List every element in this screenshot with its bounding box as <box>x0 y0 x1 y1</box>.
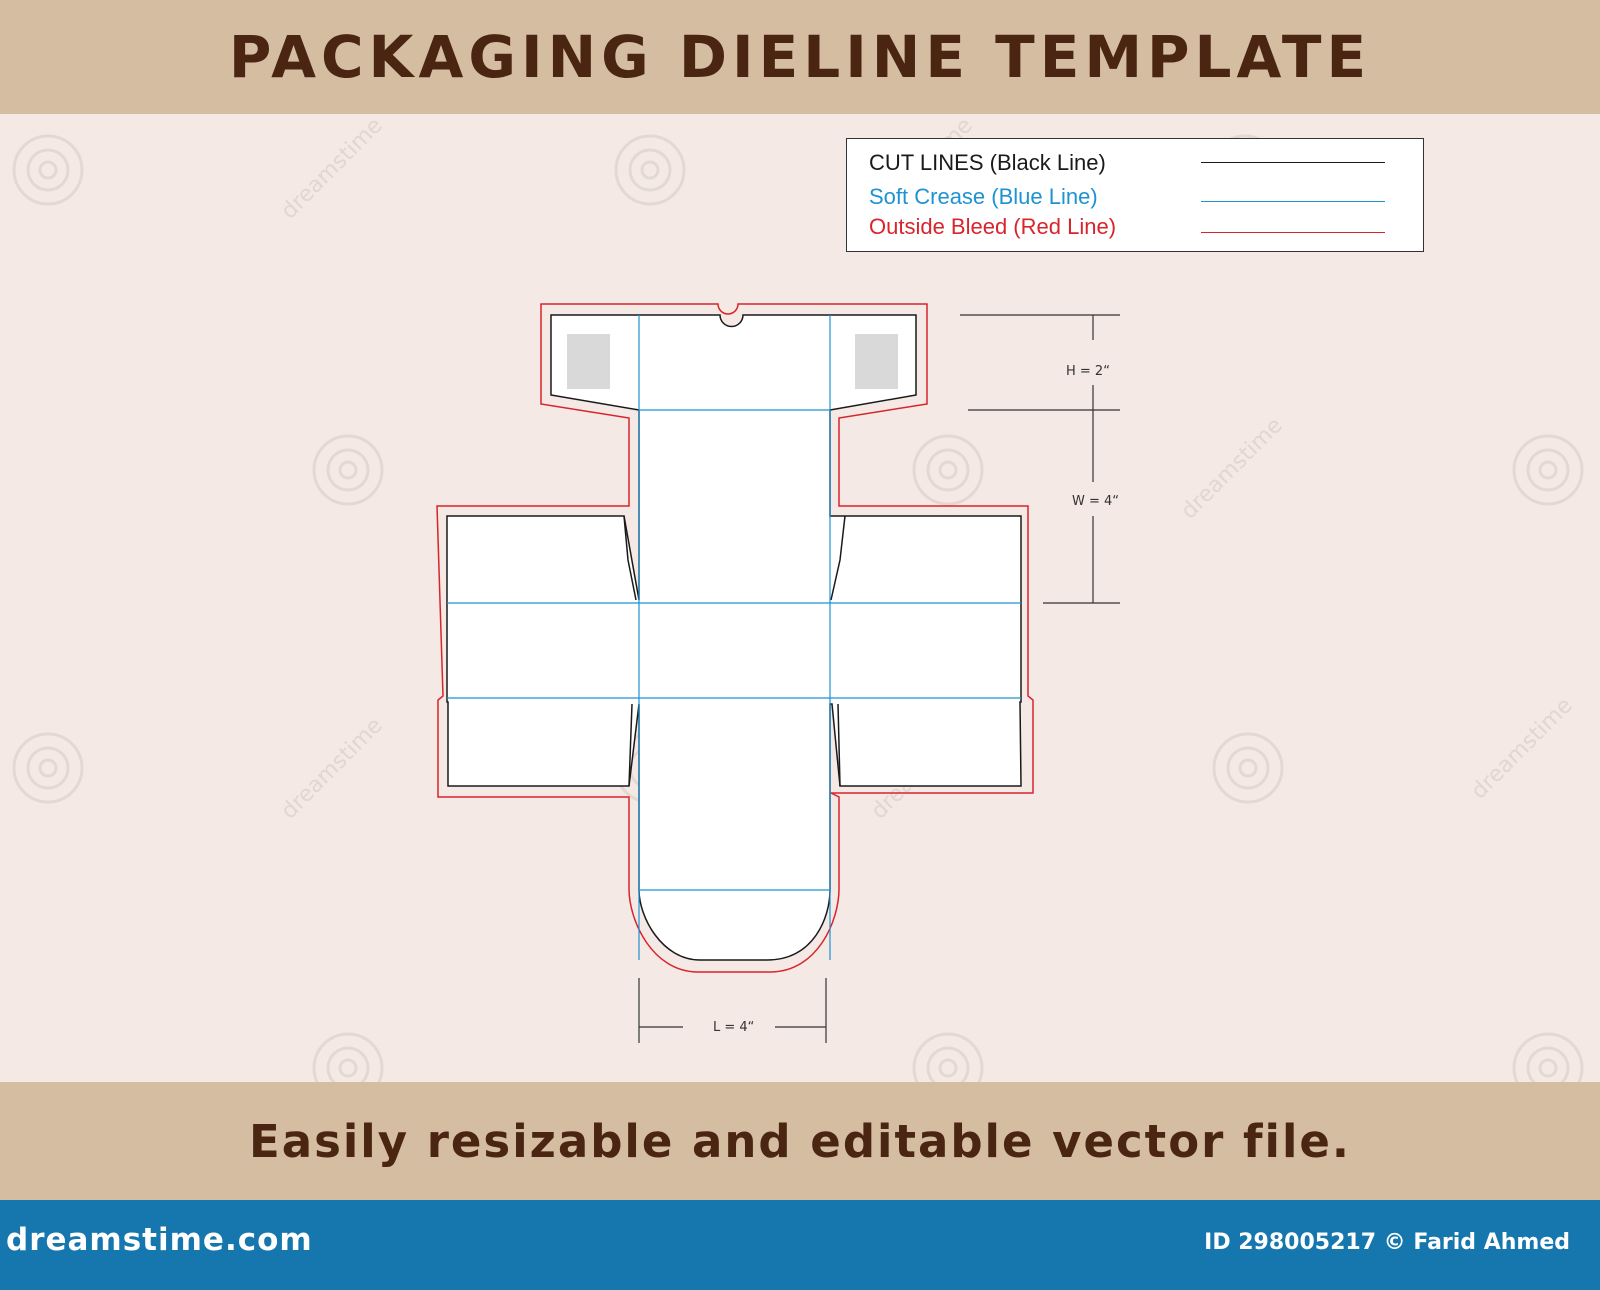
side-flap-edges <box>623 515 846 787</box>
cut-outline <box>446 314 1022 961</box>
height-dimension <box>960 314 1120 411</box>
watermark-logo-icon <box>912 434 984 506</box>
footer-bar: dreamstime.com ID 298005217 © Farid Ahme… <box>0 1200 1600 1290</box>
watermark-logo-icon <box>1212 732 1284 804</box>
length-dimension-label: L = 4“ <box>713 1020 754 1035</box>
watermark-logo-icon <box>312 434 384 506</box>
legend-cut-line-swatch <box>1201 162 1385 163</box>
width-dimension-label: W = 4“ <box>1072 494 1119 509</box>
bleed-outline <box>436 303 1034 973</box>
image-credit: ID 298005217 © Farid Ahmed <box>1204 1230 1570 1255</box>
tagline-text: Easily resizable and editable vector fil… <box>248 1114 1352 1168</box>
height-dimension-label: H = 2“ <box>1066 364 1110 379</box>
glue-patch-right <box>855 334 898 389</box>
watermark-logo-icon <box>12 134 84 206</box>
legend-outside-bleed-label: Outside Bleed (Red Line) <box>869 214 1117 239</box>
glue-patch-left <box>567 334 610 389</box>
width-dimension <box>1043 410 1120 604</box>
tagline-banner: Easily resizable and editable vector fil… <box>0 1082 1600 1200</box>
legend-cut-lines-label: CUT LINES (Black Line) <box>869 150 1106 175</box>
legend-bleed-line-swatch <box>1201 232 1385 233</box>
title-banner: PACKAGING DIELINE TEMPLATE <box>0 0 1600 114</box>
watermark-logo-icon <box>614 134 686 206</box>
legend-crease-line-swatch <box>1201 201 1385 202</box>
page-title: PACKAGING DIELINE TEMPLATE <box>228 23 1372 91</box>
legend-box: CUT LINES (Black Line) Soft Crease (Blue… <box>846 138 1424 252</box>
crease-lines <box>447 315 1021 960</box>
watermark-logo-icon <box>12 732 84 804</box>
legend-soft-crease-label: Soft Crease (Blue Line) <box>869 184 1098 209</box>
length-dimension <box>638 978 827 1043</box>
site-logo-text: dreamstime.com <box>6 1222 313 1258</box>
watermark-logo-icon <box>1512 434 1584 506</box>
